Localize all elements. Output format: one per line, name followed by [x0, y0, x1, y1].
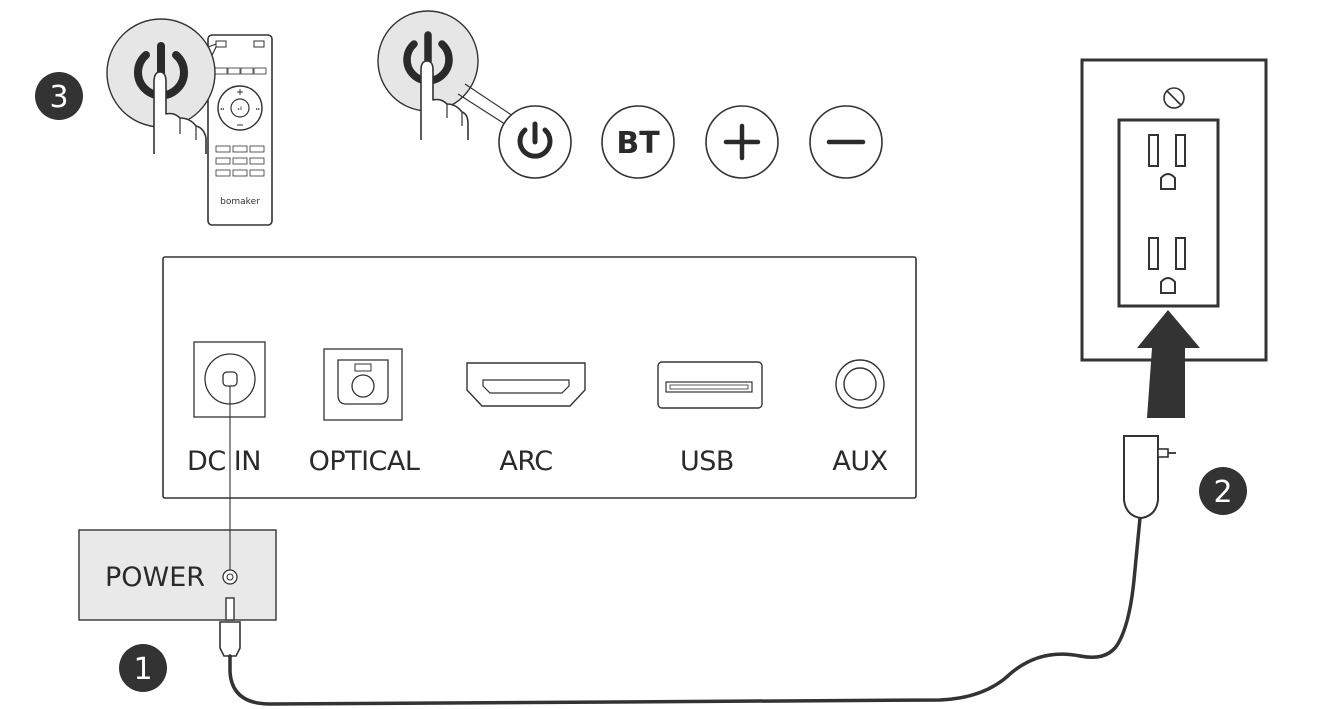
- plus-icon: [723, 123, 761, 161]
- adapter-label: POWER: [105, 562, 205, 593]
- optical-port: [323, 348, 403, 421]
- dc-in-port: [193, 341, 266, 418]
- arc-hdmi-port: [466, 362, 586, 407]
- volume-up-button[interactable]: [705, 105, 779, 179]
- power-button[interactable]: [498, 105, 572, 179]
- dc-in-label: DC IN: [187, 446, 261, 477]
- optical-label: OPTICAL: [309, 446, 420, 477]
- rear-port-panel: DC IN OPTICAL ARC USB AUX: [162, 256, 917, 499]
- usb-port: [657, 361, 763, 409]
- remote-brand-label: bomaker: [220, 197, 260, 207]
- step-3-number: 3: [49, 80, 68, 115]
- pointing-hand-icon: [153, 71, 207, 154]
- aux-port: [835, 359, 885, 409]
- power-cable: [228, 516, 1142, 706]
- arrow-up-icon: [1137, 310, 1200, 418]
- svg-text:▸▸: ▸▸: [256, 106, 260, 111]
- svg-text:◂◂: ◂◂: [220, 106, 224, 111]
- bluetooth-button-label: BT: [616, 126, 660, 161]
- wall-outlet: [1080, 58, 1268, 362]
- bluetooth-button[interactable]: BT: [601, 105, 675, 179]
- aux-label: AUX: [832, 446, 887, 477]
- step-2-number: 2: [1213, 475, 1232, 510]
- svg-text:▸II: ▸II: [238, 106, 242, 111]
- remote-control: ▸II ◂◂ ▸▸ bomaker: [207, 34, 273, 226]
- step-1-badge: 1: [119, 644, 167, 692]
- arc-label: ARC: [499, 446, 552, 477]
- pointing-hand-icon: [420, 60, 469, 140]
- panel-power-callout: [377, 10, 479, 140]
- step-1-number: 1: [133, 652, 152, 687]
- step-2-badge: 2: [1199, 467, 1247, 515]
- dc-plug: [219, 597, 241, 657]
- power-icon: [517, 121, 553, 159]
- power-adapter: [1123, 435, 1176, 520]
- step-3-badge: 3: [35, 72, 83, 120]
- volume-down-button[interactable]: [809, 105, 883, 179]
- usb-label: USB: [680, 446, 734, 477]
- remote-power-callout: [106, 18, 216, 154]
- power-adapter-box: POWER: [78, 529, 277, 621]
